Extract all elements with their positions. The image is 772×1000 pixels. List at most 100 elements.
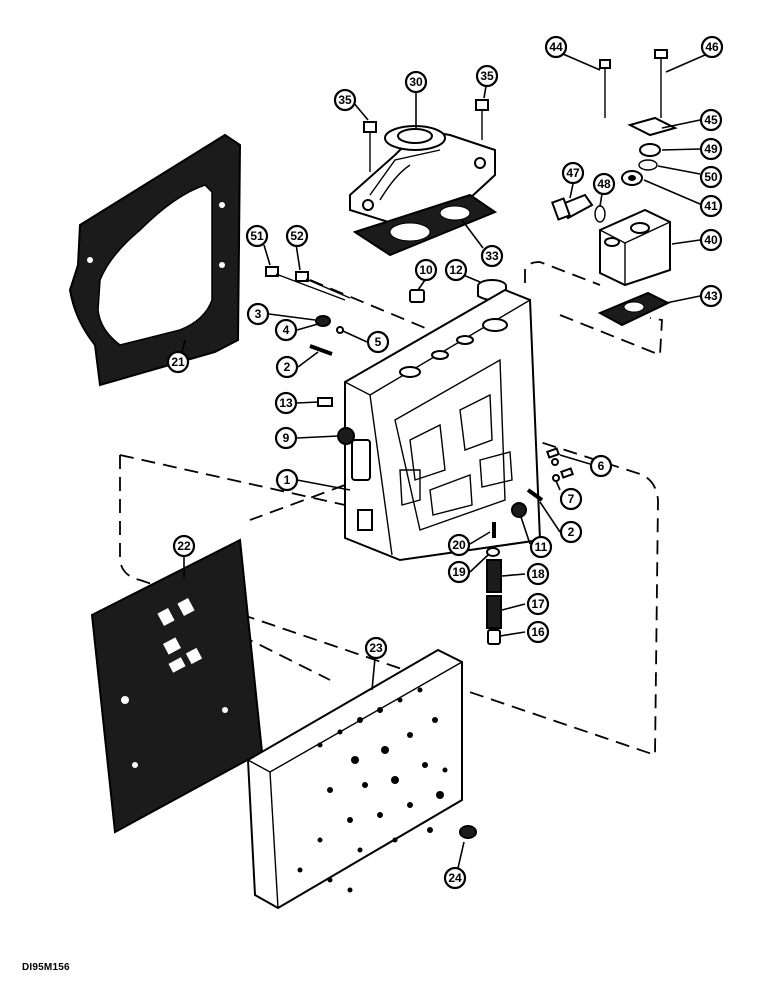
svg-text:11: 11 [535,540,548,554]
bolt-52 [295,271,351,299]
oring-48 [594,205,606,223]
callout-12: 12 [444,258,468,282]
callout-22: 22 [172,534,196,558]
svg-text:47: 47 [566,166,580,180]
svg-text:46: 46 [705,40,719,54]
svg-text:17: 17 [531,597,545,611]
callout-5: 5 [366,330,390,354]
callout-18: 18 [526,562,550,586]
callout-16: 16 [526,620,550,644]
spring-18 [486,559,502,593]
svg-text:7: 7 [568,492,575,506]
svg-text:12: 12 [449,263,463,277]
callout-9: 9 [274,426,298,450]
callout-1: 1 [275,468,299,492]
spring-17 [486,595,502,629]
callout-35-right: 35 [475,64,499,88]
callout-20: 20 [447,533,471,557]
callout-51: 51 [245,224,269,248]
part-5 [336,326,344,334]
svg-text:2: 2 [284,360,291,374]
callout-2-left: 2 [275,355,299,379]
svg-text:49: 49 [704,142,718,156]
part-4 [315,315,331,327]
callout-49: 49 [699,137,723,161]
block-40 [599,208,671,287]
svg-text:50: 50 [704,170,718,184]
callout-10: 10 [414,258,438,282]
pin-2-left [309,344,333,356]
svg-text:4: 4 [283,323,290,337]
svg-text:30: 30 [409,75,423,89]
svg-text:1: 1 [284,473,291,487]
callout-4: 4 [274,318,298,342]
callout-24: 24 [443,866,467,890]
plug-11 [511,502,527,518]
callout-bubbles: 1 2 2 3 4 5 6 7 9 10 11 12 13 16 17 18 1… [166,35,724,890]
bolt-46 [654,49,668,118]
callout-46: 46 [700,35,724,59]
callout-43: 43 [699,284,723,308]
callout-41: 41 [699,194,723,218]
svg-text:22: 22 [177,539,191,553]
plug-24 [459,825,477,839]
plug-10 [409,289,425,303]
valve-body-1 [344,288,542,562]
callout-35-left: 35 [333,88,357,112]
gasket-33 [352,193,498,257]
svg-text:19: 19 [452,565,466,579]
svg-text:13: 13 [279,396,293,410]
pin-2-right [526,488,544,502]
svg-text:18: 18 [531,567,545,581]
oring-50 [638,159,658,171]
solenoid-47 [551,193,594,221]
callout-19: 19 [447,560,471,584]
callout-2-right: 2 [559,520,583,544]
svg-text:21: 21 [171,355,185,369]
seal-41 [621,170,643,186]
callout-23: 23 [364,636,388,660]
drawing-code-label: DI95M156 [22,962,70,973]
cover-30 [349,125,496,237]
callout-7: 7 [559,487,583,511]
leader-lines [181,53,706,869]
callout-6: 6 [589,454,613,478]
callout-21: 21 [166,350,190,374]
callout-48: 48 [592,172,616,196]
svg-text:43: 43 [704,289,718,303]
svg-text:10: 10 [419,263,433,277]
cover-plate-holes [297,687,448,893]
svg-text:35: 35 [480,69,494,83]
callout-30: 30 [404,70,428,94]
svg-text:23: 23 [369,641,383,655]
plug-16 [487,629,501,645]
svg-text:3: 3 [255,307,262,321]
callout-40: 40 [699,228,723,252]
svg-text:41: 41 [704,199,718,213]
svg-text:20: 20 [452,538,466,552]
svg-text:40: 40 [704,233,718,247]
separator-plate-22 [90,538,264,834]
bolt-35-left [363,121,377,172]
cover-plate-23 [246,648,463,910]
svg-text:52: 52 [290,229,304,243]
bolt-35-right [475,99,489,140]
assembly-guide-lines [119,261,663,757]
plug-9 [337,427,355,445]
callout-52: 52 [285,224,309,248]
svg-text:5: 5 [375,335,382,349]
part-6 [545,447,575,479]
bolt-44 [599,59,611,118]
gasket-21 [68,133,242,387]
plate-45 [627,116,678,137]
callout-17: 17 [526,592,550,616]
washer-19 [486,547,500,557]
callout-33: 33 [480,244,504,268]
plug-49 [639,143,661,157]
svg-text:9: 9 [283,431,290,445]
svg-text:35: 35 [338,93,352,107]
svg-text:33: 33 [485,249,499,263]
gasket-43 [597,291,671,327]
callout-50: 50 [699,165,723,189]
